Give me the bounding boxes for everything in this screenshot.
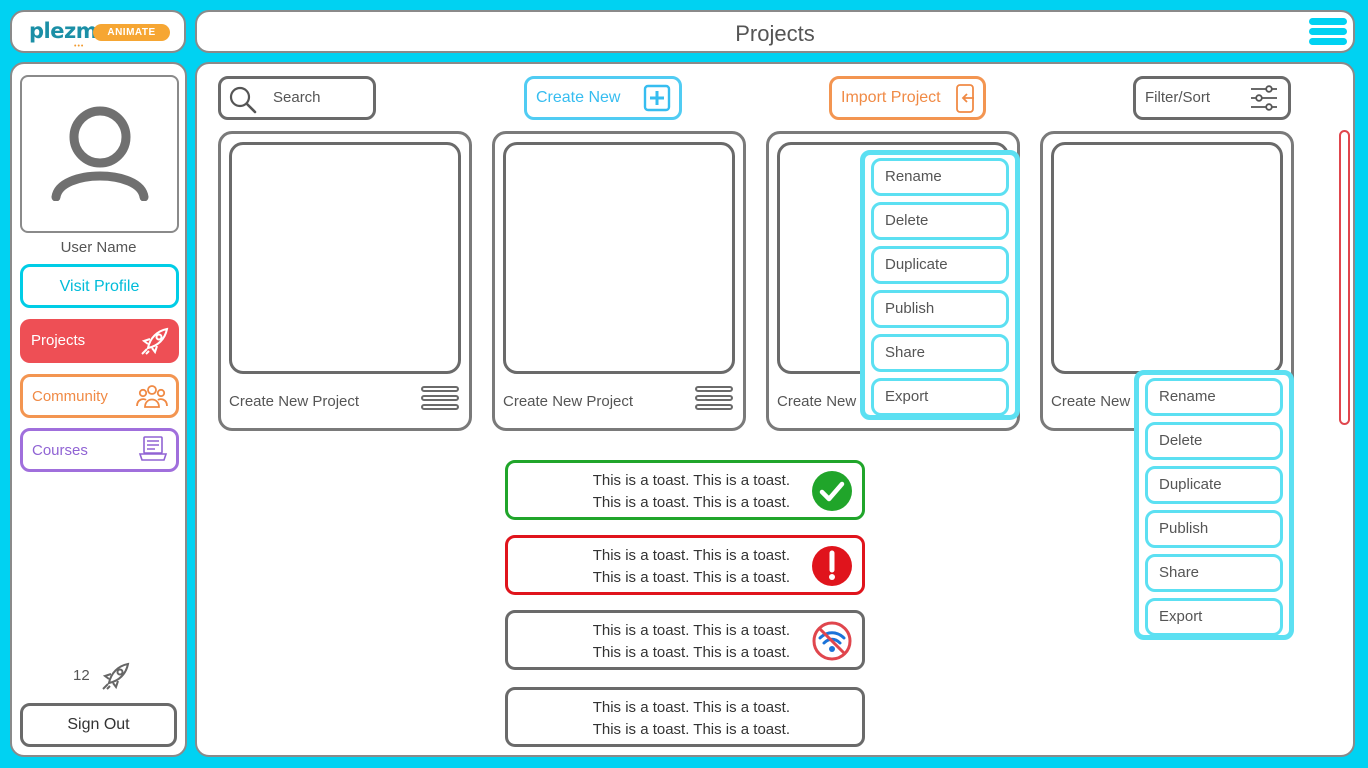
card-context-menu: Rename Delete Duplicate Publish Share Ex… [1134,370,1294,640]
project-card-title: Create New Project [503,393,634,410]
toast-line: This is a toast. This is a toast. [592,472,790,489]
main-content: Search Create New Import Project Filter/… [195,62,1355,757]
project-card-title: Create New [1051,393,1131,410]
project-card-title: Create New [777,393,857,410]
exclamation-circle-icon [812,546,852,586]
toast-line: This is a toast. This is a toast. [592,569,790,586]
import-project-button[interactable]: Import Project [829,76,986,120]
community-icon [136,385,168,408]
sliders-icon [1251,85,1277,111]
sidebar-item-courses[interactable]: Courses [20,428,179,472]
toast-line: This is a toast. This is a toast. [592,644,790,661]
visit-profile-button[interactable]: Visit Profile [20,264,179,308]
header-bar: Projects [195,10,1355,53]
toast-line: This is a toast. This is a toast. [592,622,790,639]
create-new-button[interactable]: Create New [524,76,682,120]
no-wifi-icon [812,621,852,661]
menu-item-rename[interactable]: Rename [871,158,1009,196]
toast-line: This is a toast. This is a toast. [592,699,790,716]
hamburger-icon[interactable] [1309,18,1347,48]
card-menu-icon[interactable] [421,386,459,418]
user-name: User Name [60,239,137,256]
toast-offline: This is a toast. This is a toast. This i… [505,610,865,670]
import-icon [956,84,974,113]
check-circle-icon [812,471,852,511]
toast-line: This is a toast. This is a toast. [592,721,790,738]
card-context-menu: Rename Delete Duplicate Publish Share Ex… [860,150,1020,420]
menu-item-export[interactable]: Export [871,378,1009,416]
menu-item-delete[interactable]: Delete [1145,422,1283,460]
logo-badge: ANIMATE [93,24,170,41]
menu-item-delete[interactable]: Delete [871,202,1009,240]
sidebar-item-projects[interactable]: Projects [20,319,179,363]
sidebar-item-label: Projects [31,332,86,349]
sidebar-item-community[interactable]: Community [20,374,179,418]
card-menu-icon[interactable] [695,386,733,418]
menu-item-duplicate[interactable]: Duplicate [1145,466,1283,504]
sidebar: User Name Visit Profile Projects Communi… [10,62,187,757]
toast-line: This is a toast. This is a toast. [592,494,790,511]
menu-item-export[interactable]: Export [1145,598,1283,636]
filter-sort-label: Filter/Sort [1145,89,1211,106]
menu-item-publish[interactable]: Publish [871,290,1009,328]
toast-line: This is a toast. This is a toast. [592,547,790,564]
courses-icon [138,436,168,461]
sidebar-item-label: Community [32,388,108,405]
rocket-icon [141,327,169,355]
project-card[interactable]: Create New Project [218,131,472,431]
scrollbar[interactable] [1339,130,1350,425]
page-title: Projects [735,21,815,46]
create-new-label: Create New [536,89,621,106]
user-avatar-icon [51,106,149,201]
import-project-label: Import Project [841,89,941,106]
menu-item-share[interactable]: Share [1145,554,1283,592]
search-input[interactable]: Search [218,76,376,120]
search-icon [229,86,257,114]
sidebar-item-label: Courses [32,442,88,459]
rocket-icon [102,662,130,690]
project-card-title: Create New Project [229,393,360,410]
avatar [20,75,179,233]
rocket-count: 12 [73,667,90,684]
toast-plain: This is a toast. This is a toast. This i… [505,687,865,747]
logo: plezmo ••• ANIMATE [10,10,186,53]
menu-item-rename[interactable]: Rename [1145,378,1283,416]
project-thumbnail[interactable] [503,142,735,374]
filter-sort-button[interactable]: Filter/Sort [1133,76,1291,120]
search-placeholder: Search [273,89,321,106]
menu-item-share[interactable]: Share [871,334,1009,372]
toast-success: This is a toast. This is a toast. This i… [505,460,865,520]
menu-item-duplicate[interactable]: Duplicate [871,246,1009,284]
project-card[interactable]: Create New Project [492,131,746,431]
sign-out-button[interactable]: Sign Out [20,703,177,747]
project-thumbnail[interactable] [1051,142,1283,374]
plus-icon [643,84,671,112]
toast-error: This is a toast. This is a toast. This i… [505,535,865,595]
menu-item-publish[interactable]: Publish [1145,510,1283,548]
logo-dots: ••• [74,43,85,50]
project-thumbnail[interactable] [229,142,461,374]
